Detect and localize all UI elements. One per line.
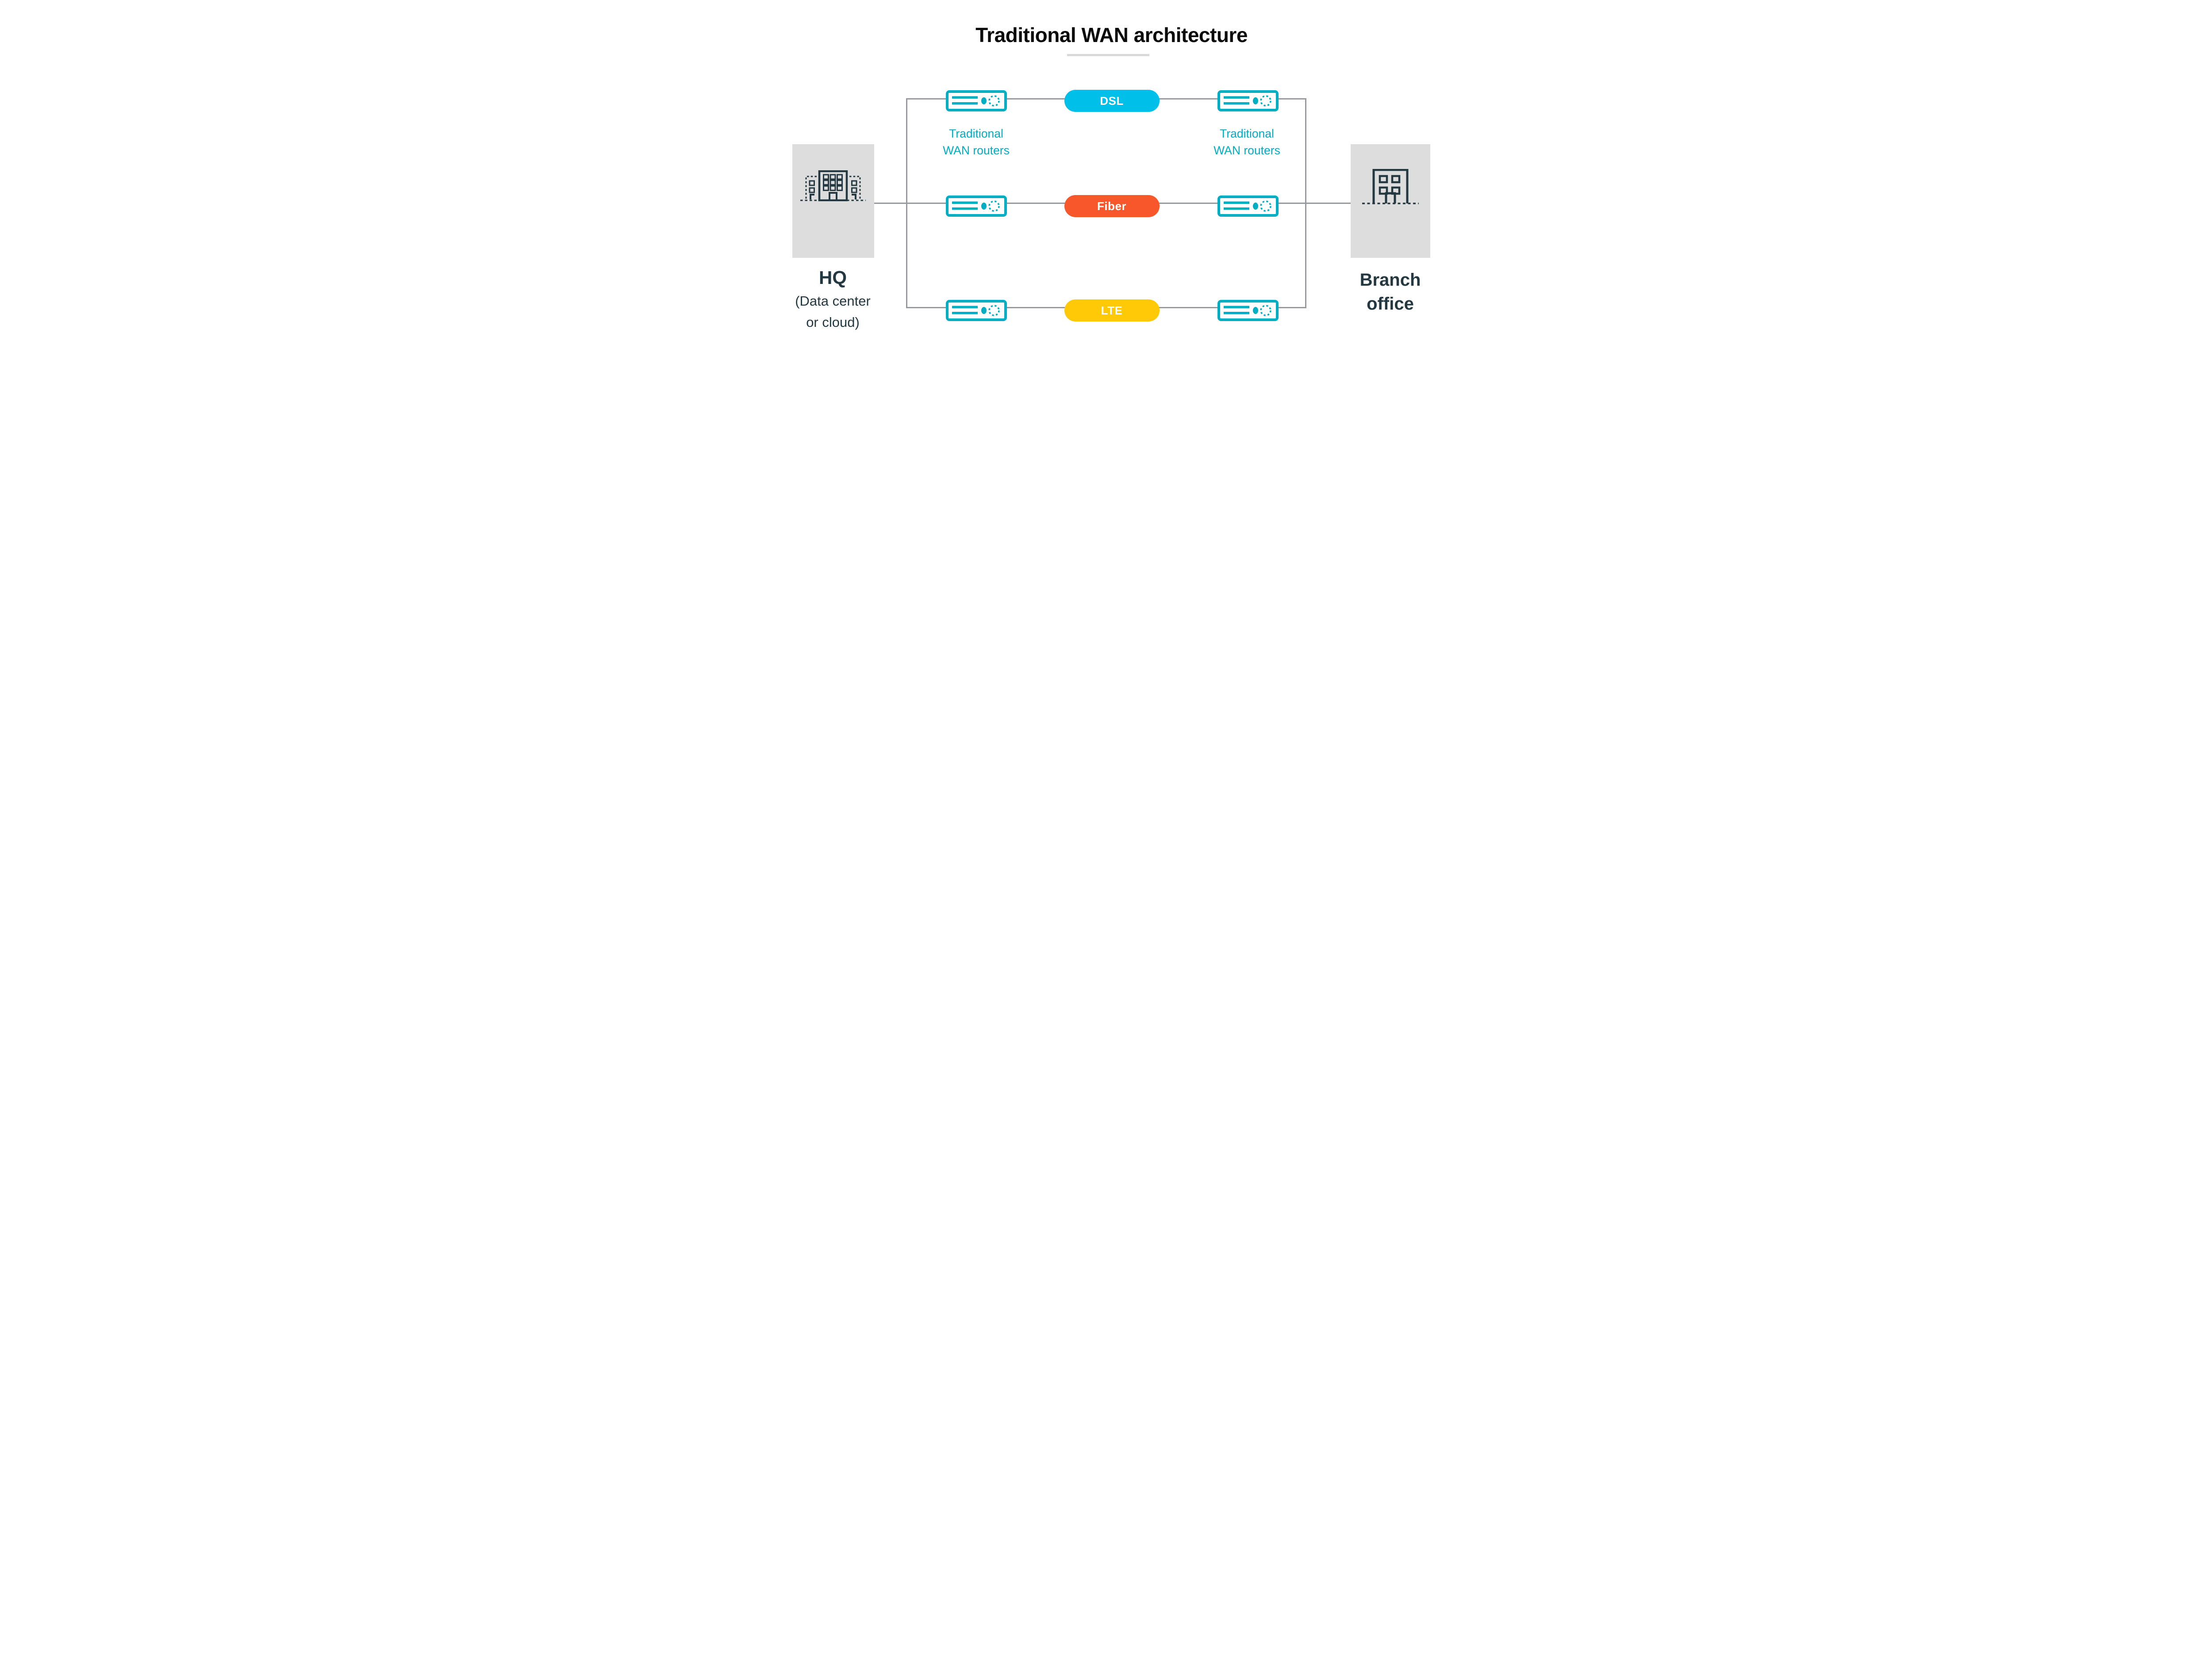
wan-architecture-diagram: Traditional WAN architecture HQ (Data ce…: [764, 0, 1448, 384]
connector-line: [1006, 307, 1065, 308]
link-pill-dsl: DSL: [1064, 90, 1160, 112]
hq-subtitle: (Data center or cloud): [795, 293, 871, 330]
wan-router-icon: [946, 300, 1007, 321]
connector-line: [1006, 98, 1065, 100]
link-pill-fiber-label: Fiber: [1097, 199, 1127, 213]
connector-line: [906, 307, 947, 308]
connector-line: [1275, 203, 1352, 204]
connector-line: [874, 203, 947, 204]
connector-line: [1158, 98, 1218, 100]
left-router-group-label: Traditional WAN routers: [943, 127, 1010, 157]
hq-node-box: [792, 144, 874, 258]
link-pill-lte-label: LTE: [1101, 303, 1123, 317]
branch-building-icon: [1362, 169, 1419, 204]
hq-title: HQ: [819, 267, 847, 288]
connector-line: [1158, 307, 1218, 308]
right-router-group-label: Traditional WAN routers: [1214, 127, 1280, 157]
link-pill-dsl-label: DSL: [1100, 94, 1124, 107]
branch-node-box: [1350, 144, 1430, 258]
title-underline: [1067, 54, 1149, 56]
connector-line: [1158, 203, 1218, 204]
wan-router-icon: [946, 195, 1007, 217]
branch-title: Branch office: [1359, 270, 1421, 314]
wan-router-icon: [1217, 195, 1279, 217]
diagram-title: Traditional WAN architecture: [975, 23, 1248, 46]
branch-label: Branch office: [1324, 268, 1448, 316]
link-pill-lte: LTE: [1064, 299, 1160, 322]
connector-line: [1275, 307, 1306, 308]
connector-line: [1275, 98, 1306, 100]
hq-label: HQ (Data center or cloud): [767, 266, 899, 333]
connector-line: [906, 98, 947, 100]
wan-router-icon: [946, 90, 1007, 111]
wan-router-icon: [1217, 90, 1279, 111]
wan-router-icon: [1217, 300, 1279, 321]
link-pill-fiber: Fiber: [1064, 195, 1160, 217]
hq-building-icon: [800, 170, 866, 201]
connector-line: [1006, 203, 1065, 204]
